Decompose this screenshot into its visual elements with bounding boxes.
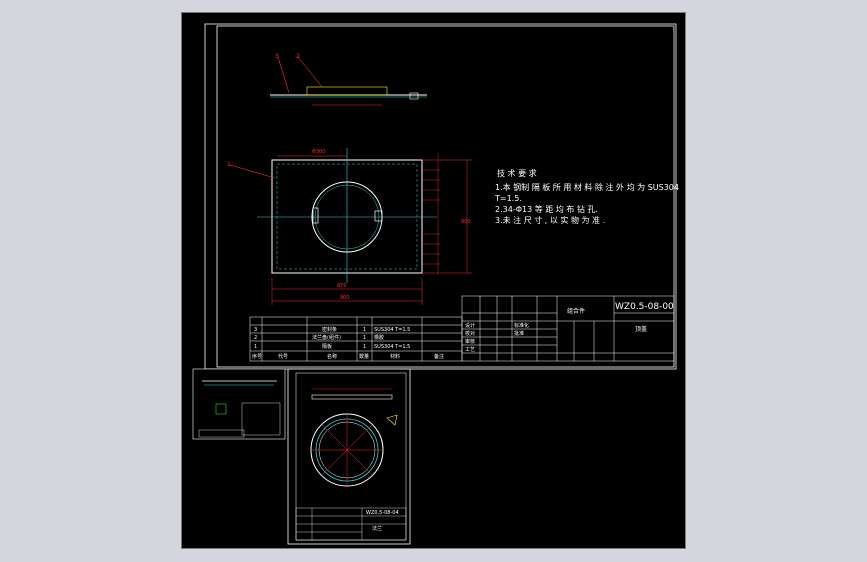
bom-row-qty: 1 (363, 327, 366, 333)
bom-row-no: 3 (254, 327, 257, 333)
inner-border (216, 25, 675, 368)
bom-header-qty: 数量 (359, 353, 369, 360)
notes-title: 技 术 要 求 (497, 168, 537, 178)
bom-header-code: 代号 (278, 353, 288, 360)
side-view: 3 2 (270, 53, 427, 106)
flange-tab-2 (312, 207, 319, 224)
callout-1: 1 (227, 161, 231, 168)
note-3: 3.未 注 尺 寸 , 以 实 物 为 准 . (495, 215, 605, 225)
tb-row-review: 审核 (465, 338, 475, 345)
flange-side-view (311, 394, 393, 400)
dim-bottom2-text: 900 (340, 295, 350, 301)
thumbnail-sheet[interactable] (192, 368, 286, 440)
thumbnail-border (192, 368, 286, 440)
flange-drawing-name: 法兰 (372, 525, 382, 532)
outer-border (204, 23, 677, 370)
title-block (461, 295, 675, 362)
flange-sheet[interactable]: WZ0.5-08-04 法兰 (287, 368, 411, 545)
title-org: 组合件 (567, 307, 585, 315)
tb-row-standard: 标准化 (514, 322, 529, 329)
leader-3 (277, 56, 290, 94)
callout-3: 3 (275, 53, 279, 60)
bom-row-qty: 1 (363, 344, 366, 350)
bom-row-no: 2 (254, 335, 257, 341)
dim-top-text: Φ300 (312, 149, 325, 155)
right-hole-dims (422, 153, 440, 275)
bom-header-material: 材料 (390, 353, 400, 360)
note-2: 2.34-Φ13 等 距 均 布 钻 孔. (495, 204, 598, 214)
flange-tab (374, 210, 383, 222)
flange-drawing-number: WZ0.5-08-04 (366, 510, 399, 516)
leader-1 (229, 164, 276, 179)
bom-row-no: 1 (254, 344, 257, 350)
main-sheet: 3 2 1 Φ300 870 900 900 (204, 23, 679, 370)
thumb-detail (215, 403, 227, 415)
leader-2 (297, 56, 323, 88)
flange-radial-dims (311, 414, 383, 486)
callout-2: 2 (296, 53, 300, 60)
bom-header-no: 序号 (252, 353, 262, 360)
bom-table (249, 316, 463, 362)
drawing-canvas: 3 2 1 Φ300 870 900 900 (192, 23, 679, 545)
bom-row-name: 隔板 (322, 343, 332, 350)
drawing-name: 顶盖 (635, 325, 647, 333)
thumb-block (198, 429, 245, 438)
bom-row-material: SUS304 T=1.5 (374, 327, 410, 333)
bom-header-name: 名称 (327, 353, 337, 360)
dim-right-text: 900 (461, 219, 471, 225)
note-1b: T=1.5. (494, 194, 522, 203)
tb-row-approve: 批准 (514, 330, 524, 337)
dim-bottom-text: 870 (337, 283, 347, 289)
side-end (409, 92, 419, 100)
flange-inner (314, 184, 380, 250)
bom-row-name: 密封条 (322, 326, 337, 333)
flange-border (287, 368, 411, 545)
bom-rows: 3 密封条 1 SUS304 T=1.5 2 法兰盘(组件) 1 橡胶 1 隔板… (252, 326, 444, 360)
flange-section-mark (386, 414, 398, 426)
plan-view: 1 Φ300 870 900 900 (227, 148, 472, 305)
thumb-table (241, 402, 281, 436)
bom-row-material: SUS304 T=1.5 (374, 344, 410, 350)
bom-header-remark: 备注 (434, 353, 444, 360)
tb-row-design: 设计 (465, 322, 475, 329)
cad-viewport[interactable]: 3 2 1 Φ300 870 900 900 (181, 12, 686, 549)
bom-row-qty: 1 (363, 335, 366, 341)
side-flange (306, 86, 388, 96)
tb-row-check: 校对 (465, 330, 475, 337)
drawing-number: WZ0.5-08-00 (615, 302, 674, 312)
bom-row-name: 法兰盘(组件) (312, 334, 341, 341)
technical-notes: 技 术 要 求 1.本 钢制 隔 板 所 用 材 料 除 注 外 均 为 SUS… (494, 168, 679, 225)
tb-row-process: 工艺 (465, 347, 475, 353)
flange-title-block (295, 507, 407, 541)
note-1: 1.本 钢制 隔 板 所 用 材 料 除 注 外 均 为 SUS304 (495, 182, 679, 192)
bom-row-material: 橡胶 (374, 334, 384, 341)
